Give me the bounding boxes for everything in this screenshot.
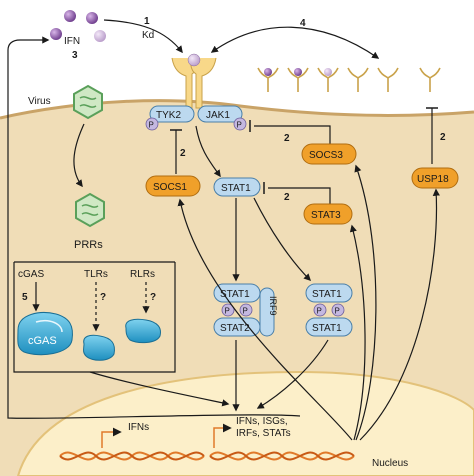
cgas-protein: [17, 312, 73, 356]
homodimer-p2-label: P: [335, 307, 340, 316]
rlrs-label: RLRs: [130, 269, 155, 280]
cgas-protein-label: cGAS: [28, 335, 57, 347]
stat1-homodimer: [305, 283, 353, 337]
arrow-nucleus-to-usp18: [359, 188, 440, 441]
step-2-label-socs1: 2: [180, 148, 186, 159]
arrow-virus-to-prr: [73, 123, 85, 188]
isgf3-complex: [213, 283, 275, 337]
arrow-nucleus-to-socs1: [177, 198, 353, 441]
dna-right: [209, 451, 355, 461]
virus-label: Virus: [28, 96, 51, 107]
cgas-label: cGAS: [18, 269, 44, 280]
isg-line-1: IFNs, ISGs,: [236, 416, 288, 427]
step-4-label: 4: [300, 18, 306, 29]
rlr-protein: [125, 318, 161, 344]
isg-line-2: IRFs, STATs: [236, 428, 291, 439]
ifn-molecule-1: [64, 10, 76, 22]
arrow-jak-to-stat1: [195, 125, 221, 178]
arrow-ifn-to-receptor: [103, 19, 183, 54]
step-2-label-stat3: 2: [284, 192, 290, 203]
socs1-label: SOCS1: [153, 182, 187, 193]
kd-label: Kd: [142, 30, 154, 41]
homodimer-stat1-bottom-label: STAT1: [312, 323, 342, 334]
homodimer-p1-label: P: [317, 307, 322, 316]
ifn-molecule-4: [94, 30, 106, 42]
jak1-phospho-label: P: [237, 121, 242, 130]
ifn-molecule-3: [50, 28, 62, 40]
isgf3-p1-label: P: [225, 307, 230, 316]
tyk2-label: TYK2: [156, 110, 181, 121]
tyk2-phospho: [145, 117, 159, 131]
tlr-protein: [83, 334, 115, 361]
ifn-receptor-main: [171, 53, 217, 109]
jak1-kinase: [197, 105, 243, 123]
jak1-phospho: [233, 117, 247, 131]
inhibit-stat3: [268, 187, 331, 204]
virus-particle-inner: [75, 192, 105, 228]
receptor-group-right: [257, 67, 441, 92]
socs3-label: SOCS3: [309, 150, 343, 161]
tyk2-kinase: [149, 105, 195, 123]
arrow-prr-to-nucleus: [89, 371, 230, 407]
ifns-gene-label: IFNs: [128, 422, 149, 433]
homodimer-stat1-top-label: STAT1: [312, 289, 342, 300]
ifn-bound-small-3: [324, 68, 332, 76]
ifn-bound-small-1: [264, 68, 272, 76]
ifn-molecule-2: [86, 12, 98, 24]
stat1-label: STAT1: [221, 183, 251, 194]
step-2-label-usp18: 2: [440, 132, 446, 143]
arrow-homodimer-to-nucleus: [256, 339, 329, 409]
ifn-label: IFN: [64, 36, 80, 47]
arrow-nucleus-to-socs3: [354, 164, 377, 441]
arrow-feedback-loop: [7, 36, 301, 419]
arrow-nucleus-to-stat3: [349, 224, 366, 441]
step-3-label: 3: [72, 50, 78, 61]
nucleus-label: Nucleus: [372, 458, 408, 469]
virus-particle: [73, 84, 103, 120]
socs3-protein: [301, 143, 357, 165]
tlrs-question: ?: [100, 292, 106, 303]
irf9-label: IRF9: [268, 296, 278, 316]
stat1-protein: [213, 177, 261, 197]
tyk2-phospho-label: P: [149, 121, 154, 130]
tlrs-label: TLRs: [84, 269, 108, 280]
rlrs-question: ?: [150, 292, 156, 303]
transcription-arrow-right: [213, 423, 232, 448]
usp18-label: USP18: [417, 174, 449, 185]
stat3-label: STAT3: [311, 210, 341, 221]
step-1-label: 1: [144, 16, 150, 27]
isgf3-p2-label: P: [243, 307, 248, 316]
dna-left: [59, 451, 205, 461]
socs1-protein: [145, 175, 201, 197]
isgf3-stat1-label: STAT1: [220, 289, 250, 300]
arrow-stat1-to-homodimer: [253, 197, 312, 282]
transcription-arrow-left: [101, 427, 122, 448]
step-2-label-socs3: 2: [284, 133, 290, 144]
arrow-receptor-recycling: [210, 26, 380, 59]
jak1-label: JAK1: [206, 110, 230, 121]
isgf3-stat2-label: STAT2: [220, 323, 250, 334]
step-5-label: 5: [22, 292, 28, 303]
ifn-bound-small-2: [294, 68, 302, 76]
usp18-protein: [411, 167, 459, 189]
prr-bracket: [13, 262, 176, 373]
prrs-label: PRRs: [74, 239, 103, 251]
stat3-protein: [303, 203, 353, 225]
inhibit-socs3: [254, 125, 331, 144]
